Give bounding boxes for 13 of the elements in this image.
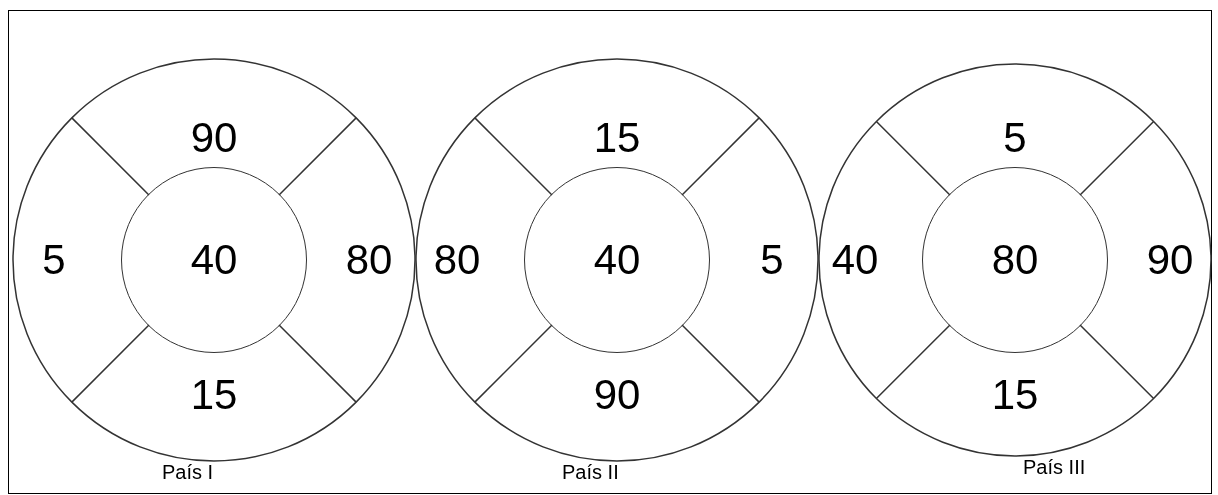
sector-value: 80 (324, 235, 414, 285)
chart-label: País III (1023, 456, 1086, 479)
sector-value: 15 (572, 113, 662, 163)
sector-value: 90 (169, 113, 259, 163)
chart-label: País II (562, 461, 619, 484)
sector-value: 80 (412, 235, 502, 285)
sector-value: 15 (169, 370, 259, 420)
sector-value: 5 (9, 235, 99, 285)
sector-value: 5 (970, 113, 1060, 163)
sector-value: 90 (572, 370, 662, 420)
chart-label: País I (162, 461, 214, 484)
sector-value: 90 (1125, 235, 1215, 285)
sector-value: 15 (970, 370, 1060, 420)
